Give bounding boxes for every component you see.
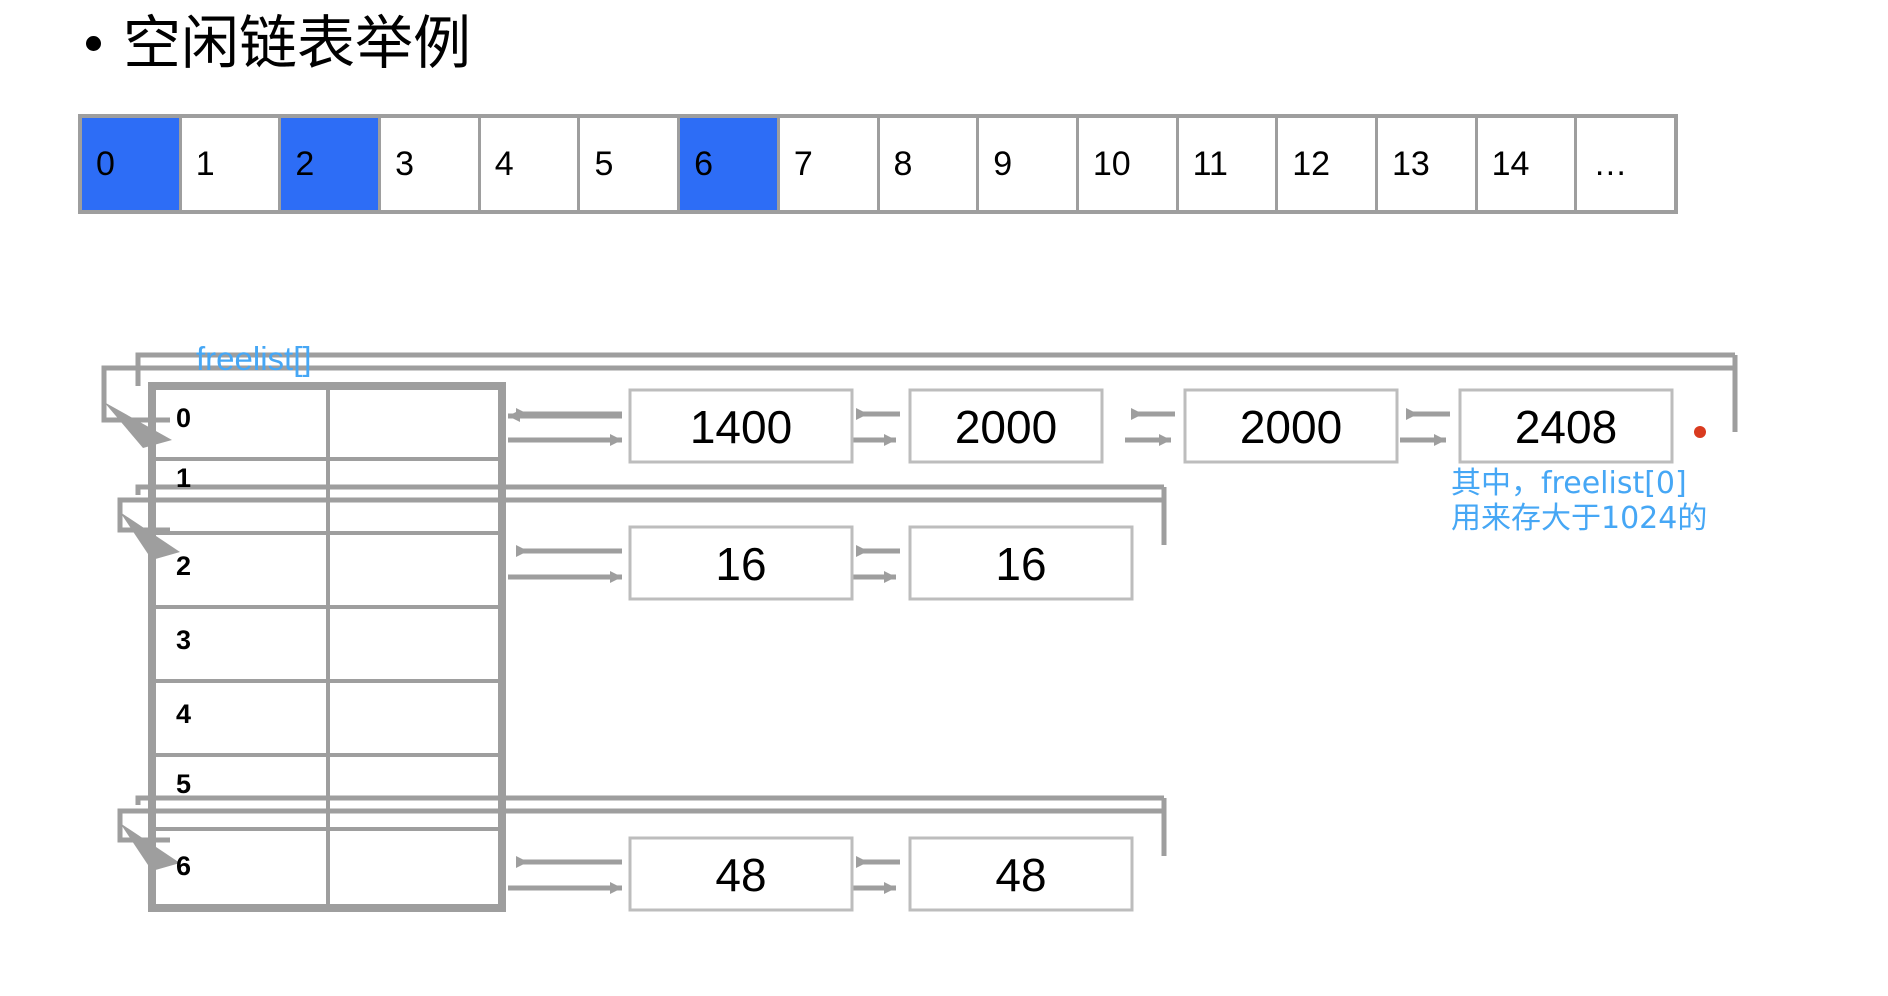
freelist0-note: 其中，freelist[0] 用来存大于1024的 — [1451, 466, 1708, 537]
memory-cell-label: 10 — [1092, 144, 1131, 183]
chain-node-box — [908, 525, 1134, 601]
chain-node-box — [628, 525, 854, 601]
slide-title-row: 空闲链表举例 — [86, 14, 471, 72]
chain-node-value: 2408 — [1515, 401, 1617, 453]
marker-dot-icon — [1694, 426, 1706, 438]
wrap-connector-row6 — [117, 795, 1164, 843]
chain-arrows-row0 — [508, 408, 1450, 446]
memory-cell-4: 4 — [480, 118, 578, 210]
memory-cell-label: 7 — [793, 144, 813, 183]
memory-cell-label: 8 — [893, 144, 913, 183]
wrap-arrowhead-row0 — [104, 402, 172, 448]
freelist-row-index-4: 4 — [176, 699, 191, 729]
memory-cell-7: 7 — [779, 118, 877, 210]
memory-cell-label: 5 — [594, 144, 614, 183]
memory-cell-label: 0 — [96, 144, 115, 183]
freelist-row-index-6: 6 — [176, 851, 191, 881]
memory-cell-label: 13 — [1391, 144, 1430, 183]
memory-cell-10: 10 — [1078, 118, 1176, 210]
memory-cell-11: 11 — [1178, 118, 1276, 210]
memory-cell-12: 12 — [1278, 118, 1375, 210]
chain-node-value: 2000 — [1240, 401, 1342, 453]
chain-node-box — [628, 836, 854, 912]
memory-cell-label: 3 — [395, 144, 414, 183]
memory-cell-14: 14 — [1477, 118, 1575, 210]
memory-cell-1: 1 — [181, 118, 279, 210]
memory-cell-label: 11 — [1192, 144, 1228, 183]
freelist-row-index-5: 5 — [176, 769, 191, 799]
memory-cell-6: 6 — [680, 118, 777, 210]
memory-cell-label: 1 — [195, 144, 215, 183]
memory-cell-label: 14 — [1491, 144, 1530, 183]
memory-cell-13: 13 — [1377, 118, 1475, 210]
chain-arrows-row2 — [508, 545, 900, 583]
memory-cell-9: 9 — [979, 118, 1076, 210]
bullet-icon — [86, 35, 101, 51]
chain-node-value: 16 — [715, 538, 766, 590]
wrap-connector-row0 — [101, 352, 1735, 423]
freelist-array-label: freelist[] — [196, 340, 312, 377]
chain-arrows-row6 — [508, 856, 900, 894]
memory-cell-label: 12 — [1292, 144, 1331, 183]
freelist-row-index-2: 2 — [176, 551, 191, 581]
chain-node-box — [1183, 388, 1399, 464]
memory-cell-label: 6 — [694, 144, 714, 183]
chain-node-box — [908, 388, 1104, 464]
chain-node-value: 48 — [715, 849, 766, 901]
memory-cell-label: 4 — [494, 144, 514, 183]
wrap-connector-row2 — [117, 484, 1164, 533]
chain-node-value: 1400 — [690, 401, 792, 453]
memory-cell-2: 2 — [281, 118, 379, 210]
freelist-table — [148, 382, 506, 912]
freelist-row-index-3: 3 — [176, 625, 191, 655]
memory-cell-…: … — [1577, 118, 1674, 210]
page-title: 空闲链表举例 — [123, 9, 472, 77]
chain-node-value: 48 — [995, 849, 1046, 901]
freelist-row-index-0: 0 — [176, 403, 191, 433]
memory-cell-label: 2 — [295, 144, 315, 183]
chain-node-box — [628, 388, 854, 464]
memory-cell-label: … — [1593, 144, 1630, 183]
memory-cell-8: 8 — [879, 118, 977, 210]
chain-node-box — [908, 836, 1134, 912]
chain-node-value: 16 — [995, 538, 1046, 590]
memory-cell-3: 3 — [381, 118, 478, 210]
freelist-row-index-1: 1 — [176, 463, 191, 493]
memory-cell-0: 0 — [82, 118, 179, 210]
memory-cell-5: 5 — [580, 118, 678, 210]
chain-node-value: 2000 — [955, 401, 1057, 453]
wrap-arrowhead-row6 — [120, 823, 180, 871]
memory-cell-label: 9 — [993, 144, 1013, 183]
wrap-arrowhead-row2 — [120, 512, 180, 560]
chain-node-box — [1458, 388, 1674, 464]
row-label-group: 0 1 2 3 4 5 6 — [176, 403, 191, 881]
